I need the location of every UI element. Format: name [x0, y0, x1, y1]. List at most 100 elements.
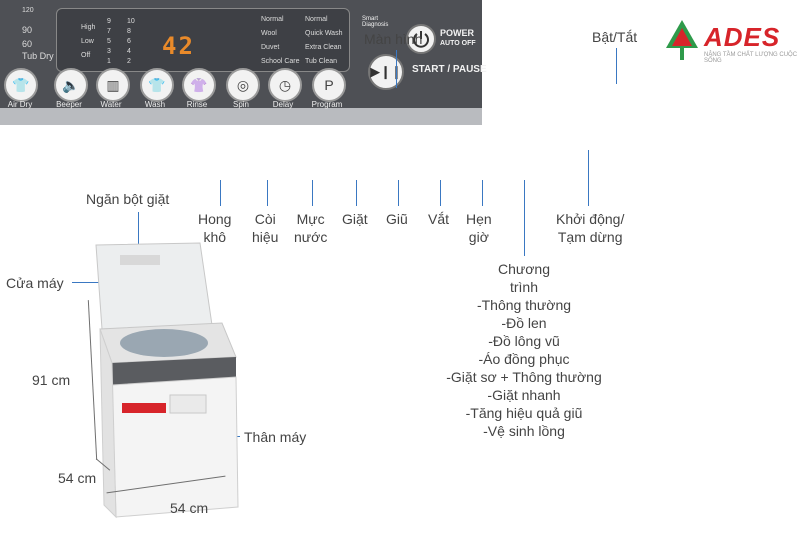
start-pause-button[interactable]: ▶❙❙ [368, 54, 404, 90]
water-button[interactable]: ▥ [96, 68, 130, 102]
level-low: Low [81, 38, 94, 45]
air-dry-label: Air Dry [7, 100, 33, 109]
clock-icon: ◷ [278, 76, 292, 93]
label-khoi-dong-line2: Tạm dừng [557, 229, 623, 245]
label-coi-hieu-line1: Còi [254, 211, 276, 227]
water-icon: ▥ [106, 76, 120, 93]
label-giu: Giũ [386, 211, 408, 227]
chuong-trinh-line-0: Chương [497, 261, 551, 277]
beeper-label: Beeper [56, 100, 82, 109]
chuong-trinh-line-6: -Giặt sơ + Thông thường [446, 369, 602, 385]
tub-dry-value-2: 90 [22, 25, 33, 35]
leader-khoi-dong [588, 150, 589, 206]
wash-button[interactable]: 👕 [140, 68, 174, 102]
chuong-trinh-line-2: -Thông thường [476, 297, 572, 313]
program-button[interactable]: P [312, 68, 346, 102]
label-coi-hieu: Còi hiệu [252, 210, 278, 246]
power-text: POWER [440, 28, 475, 38]
delay-button[interactable]: ◷ [268, 68, 302, 102]
chuong-trinh-line-1: trình [509, 279, 538, 295]
leader-giat [356, 180, 357, 206]
label-hong-kho-line2: khô [203, 229, 227, 245]
level-number-b1: 8 [127, 28, 131, 35]
shirt-icon: 👕 [12, 76, 30, 93]
detergent-drawer [120, 255, 160, 265]
label-khoi-dong: Khởi động/Tạm dừng [556, 210, 624, 246]
label-cua-may: Cửa máy [6, 275, 64, 291]
label-hong-kho-line1: Hong [198, 211, 232, 227]
machine-control-strip [112, 357, 236, 385]
leader-cua-may [72, 282, 100, 283]
rinse-icon: 👚 [190, 76, 208, 93]
level-number-a4: 1 [107, 58, 111, 65]
drum-opening [120, 329, 208, 357]
wash-icon: 👕 [148, 76, 166, 93]
level-high: High [81, 24, 96, 31]
label-muc-nuoc: Mực nước [294, 210, 327, 246]
level-number-b2: 6 [127, 38, 131, 45]
label-hong-kho: Hong khô [198, 210, 231, 246]
program-5: Quick Wash [305, 30, 343, 37]
power-button[interactable] [406, 24, 436, 54]
label-giat: Giặt [342, 211, 368, 227]
tub-dry-value-1: 120 [22, 7, 34, 14]
label-vat: Vắt [428, 211, 450, 227]
level-number-a3: 3 [107, 48, 111, 55]
smart-diagnosis-label: Smart Diagnosis [362, 16, 389, 28]
leader-hong-kho [220, 180, 221, 206]
chuong-trinh-line-4: -Đồ lông vũ [488, 333, 560, 349]
program-label: Program [311, 100, 343, 109]
spin-label: Spin [232, 100, 249, 109]
leader-coi-hieu [267, 180, 268, 206]
level-number-b4: 2 [127, 58, 131, 65]
label-muc-nuoc-line1: Mực [296, 211, 325, 227]
beeper-button[interactable]: 🔈 [54, 68, 88, 102]
leader-giu [398, 180, 399, 206]
label-coi-hieu-line2: hiệu [252, 229, 279, 245]
width-dimension: 54 cm [170, 500, 209, 516]
label-than-may: Thân máy [244, 429, 307, 445]
speaker-icon: 🔈 [62, 76, 80, 93]
level-number-b0: 10 [127, 18, 135, 25]
rinse-button[interactable]: 👚 [182, 68, 216, 102]
label-ngan-bot-giat: Ngăn bột giặt [86, 191, 170, 207]
level-off: Off [81, 52, 91, 59]
logo-text: ADES [704, 22, 781, 52]
program-0: Normal [261, 16, 284, 23]
level-number-b3: 4 [127, 48, 131, 55]
height-dimension: 91 cm [32, 372, 71, 388]
washing-machine-illustration [95, 242, 239, 519]
leader-hen-gio [482, 180, 483, 206]
label-hen-gio-line1: Hẹn [466, 211, 492, 227]
chuong-trinh-line-8: -Tăng hiệu quả giũ [465, 405, 583, 421]
leader-chuong-trinh [524, 180, 525, 256]
program-2: Duvet [261, 44, 280, 51]
wash-label: Wash [144, 100, 166, 109]
label-bat-tat: Bật/Tắt [592, 29, 638, 45]
energy-sticker [169, 394, 207, 414]
chuong-trinh-line-9: -Vệ sinh lồng [483, 423, 565, 439]
air-dry-button[interactable]: 👕 [4, 68, 38, 102]
program-icon: P [324, 77, 334, 93]
display-digits: 42 [162, 32, 195, 60]
play-pause-icon: ▶❙❙ [370, 64, 402, 79]
level-number-a0: 9 [107, 18, 111, 25]
chuong-trinh-line-3: -Đồ len [501, 315, 547, 331]
level-number-a1: 7 [107, 28, 111, 35]
chuong-trinh-line-5: -Áo đồng phục [478, 351, 570, 367]
program-3: School Care [261, 58, 300, 65]
leader-man-hinh [396, 50, 397, 88]
spin-button[interactable]: ◎ [226, 68, 260, 102]
power-icon [413, 31, 429, 48]
logo-house-icon [666, 20, 698, 60]
water-label: Water [100, 100, 122, 109]
label-muc-nuoc-line2: nước [294, 229, 328, 245]
machine-side [99, 328, 117, 519]
level-number-a2: 5 [107, 38, 111, 45]
display-area: High Low Off 9 7 5 3 1 10 8 6 4 2 Normal… [56, 8, 350, 72]
rinse-label: Rinse [186, 100, 208, 109]
program-6: Extra Clean [305, 44, 342, 51]
leader-muc-nuoc [312, 180, 313, 206]
start-pause-text: START / PAUSE [412, 64, 487, 75]
